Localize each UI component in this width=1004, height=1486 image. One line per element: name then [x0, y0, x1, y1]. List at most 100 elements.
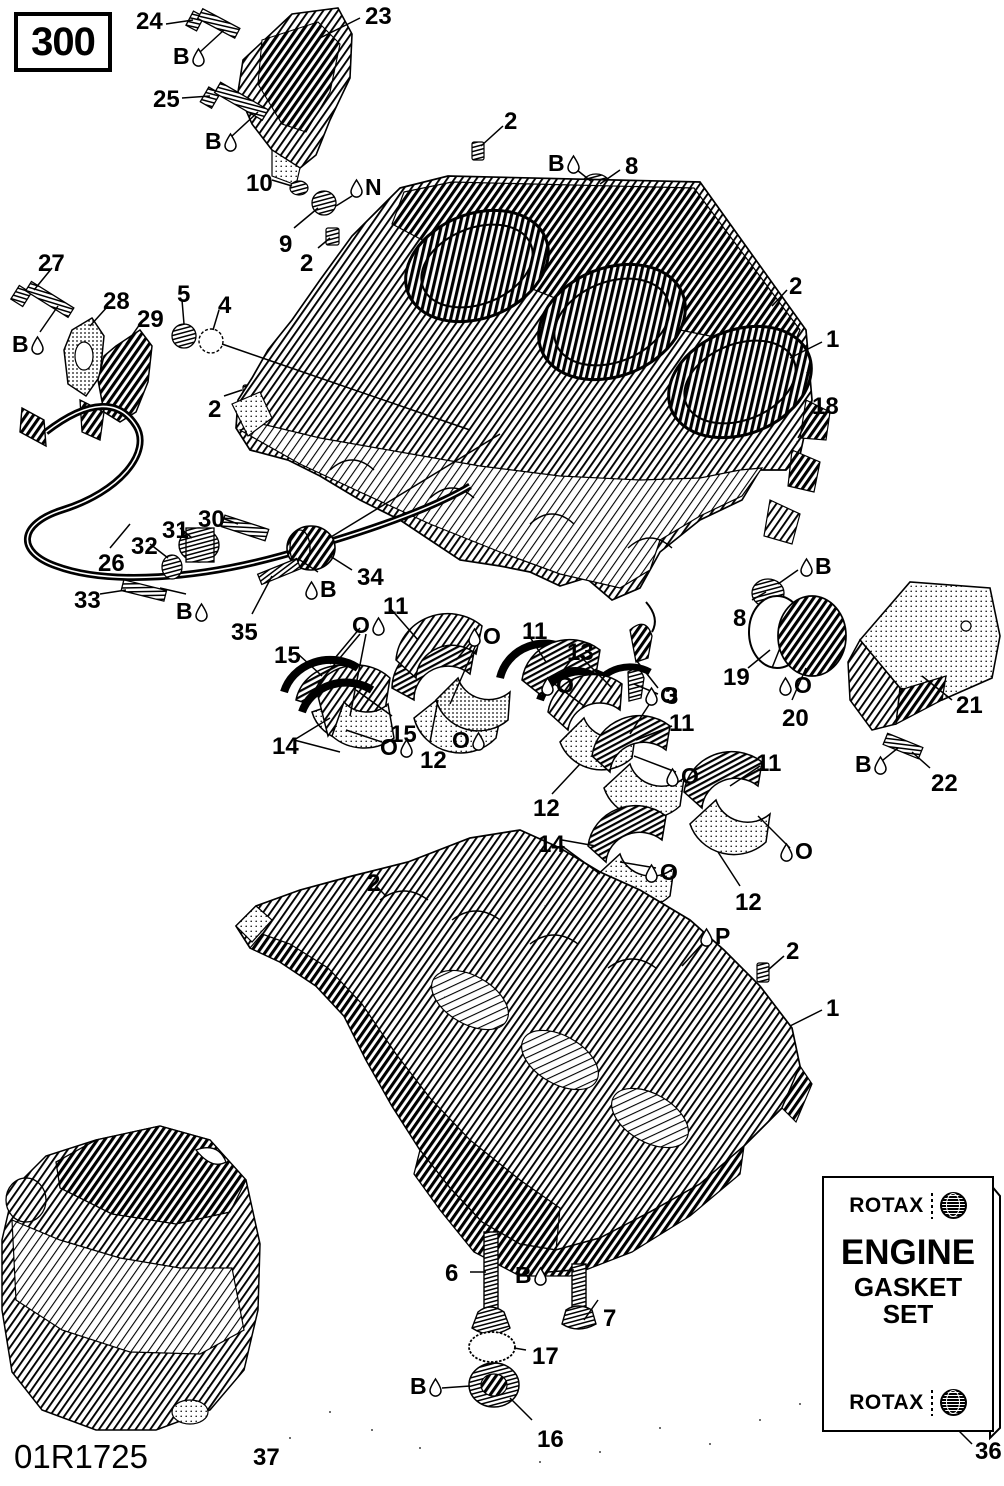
- lubricant-letter: B: [815, 553, 832, 579]
- part-33-screw: [120, 579, 168, 602]
- lubricant-marker-O: O: [779, 674, 812, 697]
- callout-number-3: 3: [665, 683, 679, 710]
- oil-drop-icon: [800, 557, 813, 577]
- part-17-sealing-ring: [468, 1331, 516, 1363]
- carton-front-face: ROTAX ENGINE GASKET SET ROTAX: [822, 1176, 994, 1432]
- part-7-screw: [561, 1263, 597, 1330]
- lubricant-marker-B: B: [173, 45, 205, 68]
- oil-drop-icon: [533, 1266, 547, 1286]
- part-32-washer: [161, 554, 183, 580]
- part-1-upper-crankcase-half: [231, 175, 831, 601]
- callout-number-5: 5: [177, 281, 191, 308]
- lubricant-marker-O: O: [645, 861, 678, 884]
- callout-number-15: 15: [390, 721, 417, 748]
- callout-number-37: 37: [253, 1444, 280, 1471]
- callout-number-24: 24: [136, 8, 163, 35]
- callout-number-2: 2: [367, 870, 381, 897]
- part-27-screw: [9, 280, 75, 319]
- section-number: 300: [31, 20, 96, 64]
- lubricant-letter: B: [410, 1373, 427, 1399]
- carton-line-gasket: GASKET: [853, 1272, 963, 1302]
- callout-number-29: 29: [137, 306, 164, 333]
- callout-number-26: 26: [98, 550, 125, 577]
- callout-number-2: 2: [789, 273, 803, 300]
- callout-number-25: 25: [153, 86, 180, 113]
- lubricant-letter: B: [515, 1262, 532, 1288]
- callout-number-4: 4: [218, 292, 232, 319]
- oil-drop-icon: [666, 767, 679, 787]
- lubricant-letter: O: [452, 727, 470, 753]
- callout-number-12: 12: [735, 889, 762, 916]
- callout-number-19: 19: [723, 664, 750, 691]
- callout-number-31: 31: [162, 517, 189, 544]
- lubricant-marker-O: O: [380, 736, 413, 759]
- lubricant-marker-O: O: [352, 614, 385, 637]
- oil-drop-icon: [305, 580, 318, 600]
- lubricant-marker-O: O: [541, 674, 574, 697]
- lubricant-marker-B: B: [176, 600, 208, 623]
- callout-number-2: 2: [300, 250, 314, 277]
- callout-number-33: 33: [74, 587, 101, 614]
- lubricant-marker-B: B: [410, 1375, 442, 1398]
- carton-brand-row-top: ROTAX: [824, 1192, 992, 1219]
- oil-drop-icon: [30, 335, 44, 355]
- callout-number-32: 32: [131, 533, 158, 560]
- lubricant-marker-O: O: [780, 840, 813, 863]
- callout-number-15: 15: [274, 642, 301, 669]
- oil-drop-icon: [472, 731, 485, 751]
- lubricant-letter: O: [795, 838, 813, 864]
- part-35-screw: [256, 557, 302, 586]
- brand-divider-bottom: [930, 1389, 933, 1416]
- lubricant-letter: B: [173, 43, 190, 69]
- oil-drop-icon: [428, 1377, 442, 1397]
- callout-number-2: 2: [208, 396, 222, 423]
- callout-number-2: 2: [504, 108, 518, 135]
- callout-number-11: 11: [383, 593, 409, 620]
- part-1-lower-crankcase-half: [234, 829, 813, 1277]
- part-34-sensor-plug: [286, 525, 336, 571]
- lubricant-letter: N: [365, 174, 382, 200]
- oil-drop-icon: [468, 627, 481, 647]
- callout-number-12: 12: [420, 747, 447, 774]
- callout-number-10: 10: [246, 170, 273, 197]
- lubricant-letter: O: [660, 859, 678, 885]
- bearing-shells-group: [280, 613, 772, 910]
- callout-number-8: 8: [733, 605, 747, 632]
- oil-drop-icon: [191, 47, 205, 67]
- leader-lines: [33, 17, 973, 1445]
- oil-drop-icon: [194, 602, 208, 622]
- callout-number-14: 14: [272, 733, 299, 760]
- callout-number-7: 7: [603, 1305, 617, 1332]
- callout-number-21: 21: [956, 692, 983, 719]
- callout-number-1: 1: [826, 326, 840, 353]
- callout-number-8: 8: [625, 153, 639, 180]
- callout-number-13: 13: [567, 639, 594, 666]
- section-number-badge: 300: [14, 12, 112, 72]
- lubricant-letter: B: [548, 150, 565, 176]
- lubricant-letter: O: [794, 672, 812, 698]
- lubricant-marker-P: P: [700, 925, 730, 948]
- carton-line-engine: ENGINE: [840, 1233, 976, 1272]
- lubricant-letter: O: [681, 763, 699, 789]
- callout-number-36: 36: [975, 1438, 1002, 1465]
- lubricant-marker-B: B: [855, 753, 887, 776]
- lubricant-marker-B: B: [800, 555, 832, 578]
- part-23-engine-mount-bracket: [237, 7, 353, 186]
- callout-number-22: 22: [931, 770, 958, 797]
- part-37-engine-assembly: [1, 1125, 261, 1431]
- lubricant-letter: O: [556, 672, 574, 698]
- drawing-reference: 01R1725: [14, 1438, 148, 1475]
- lubricant-letter: O: [483, 623, 501, 649]
- callout-number-23: 23: [365, 3, 392, 30]
- callout-number-35: 35: [231, 619, 258, 646]
- carton-brand-row-bottom: ROTAX: [824, 1389, 992, 1416]
- lubricant-marker-O: O: [468, 625, 501, 648]
- part-9-nut: [311, 190, 337, 216]
- callout-number-28: 28: [103, 288, 130, 315]
- lubricant-marker-B: B: [205, 130, 237, 153]
- lubricant-letter: O: [380, 734, 398, 760]
- lubricant-letter: B: [12, 331, 29, 357]
- oil-drop-icon: [541, 676, 554, 696]
- part-21-engine-support-bracket: [847, 581, 1001, 731]
